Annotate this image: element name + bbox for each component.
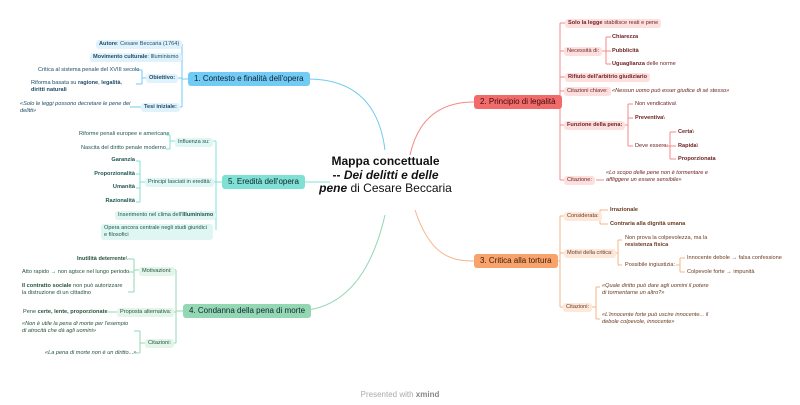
t: non può autorizzare la distruzione di un… [22,283,123,296]
t: Riforma basata su [31,80,78,86]
node-chiarezza[interactable]: Chiarezza [612,34,639,40]
t: , [120,80,123,86]
t: diritti naturali [31,87,67,93]
label: Autore [99,41,118,47]
node-razionalita[interactable]: Razionalità [105,198,135,204]
label: Movimento culturale [93,54,148,60]
node-motivazioni[interactable]: Motivazioni: [139,267,175,276]
node-q2[interactable]: «L'innocente forte può uscire innocente.… [602,312,709,325]
t: legalità [101,80,121,86]
branch-4-pena-di-morte[interactable]: 4. Condanna della pena di morte [183,304,312,318]
xmind-logo[interactable]: xmind [415,390,440,399]
node-considerata[interactable]: Considerata: [564,212,602,221]
node-c1[interactable]: «Non è utile la pena di morte per l'esem… [22,321,129,334]
t: Non prova la colpevolezza, ma la [625,235,708,241]
node-mo1[interactable]: Non prova la colpevolezza, ma la resiste… [625,235,735,249]
node-rapida[interactable]: Rapida\ [678,143,698,150]
t: \ [696,143,699,149]
node-certa[interactable]: Certa\ [678,129,694,136]
node-motivi[interactable]: Motivi della critica: [564,249,616,258]
t: delle norme [644,61,676,67]
node-m3[interactable]: Il contratto sociale non può autorizzare… [22,283,128,297]
node-pubblicita[interactable]: Pubblicità [612,48,639,54]
node-principi[interactable]: Principi lasciati in eredità: [145,178,215,187]
t: Pene [23,309,38,315]
node-proporzionalita[interactable]: Proporzionalità [94,171,135,177]
node-deve[interactable]: Deve essere: [635,143,668,149]
node-irrazionale[interactable]: Irrazionale [610,207,638,213]
node-ob1[interactable]: Critica al sistema penale del XVIII seco… [38,67,140,73]
node-citazioni-chiave[interactable]: Citazioni chiave: [564,87,611,96]
node-inf1[interactable]: Riforme penali europee e americane [79,131,170,137]
branch-2-legalita[interactable]: 2. Principio di legalità [474,95,562,109]
node-uguaglianza[interactable]: Uguaglianza delle norme [612,61,676,68]
t: Rapida [678,143,697,149]
node-f2[interactable]: Preventiva\ [635,115,665,122]
branch-1-contesto[interactable]: 1. Contesto e finalità dell'opera [188,72,310,86]
t: certe, lente, proporzionate [37,309,108,315]
branch-5-eredita[interactable]: 5. Eredità dell'opera [222,175,305,189]
node-tesi-quote[interactable]: «Solo le leggi possono decretare le pene… [20,101,131,114]
t: \ [692,129,694,135]
node-rifiuto[interactable]: Rifiuto dell'arbitrio giudiziario [565,73,651,82]
node-tesi[interactable]: Tesi iniziale: [141,103,180,112]
node-q1[interactable]: «Quale diritto può dare agli uomini il p… [602,283,709,296]
t: Solo la legge [568,20,603,26]
t: Certa [678,129,693,135]
node-c2[interactable]: «La pena di morte non è un diritto...» [45,350,137,356]
node-m2[interactable]: Atto rapido → non agisce nel lungo perio… [22,269,130,275]
node-citazione-quote[interactable]: «Lo scopo delle pene non è tormentare e … [606,170,709,183]
node-in2[interactable]: Colpevole forte → impunità [687,269,755,275]
t: Inutilità deterrente [77,256,126,262]
node-movimento[interactable]: Movimento culturale: Illuminismo [90,53,182,62]
title-line1: Mappa concettuale [331,154,440,168]
t: Illuminismo [182,212,214,218]
t: ragione [77,80,99,86]
title-prefix: -- [332,167,344,182]
t: \ [663,115,665,121]
central-topic[interactable]: Mappa concettuale -- Dei delitti e delle… [318,154,453,196]
branch-3-tortura[interactable]: 3. Critica alla tortura [474,254,558,268]
node-citazione[interactable]: Citazione: [564,176,595,185]
footer: Presented with xmind [0,390,800,399]
t: Preventiva [635,115,664,121]
node-proporzionata[interactable]: Proporzionata [678,156,716,162]
node-opera[interactable]: Opera ancora centrale negli studi giurid… [101,224,213,240]
t: Uguaglianza [612,61,645,67]
node-inf2[interactable]: Nascita del diritto penale moderno [81,145,166,151]
node-f1[interactable]: Non vendicativa\ [635,101,677,107]
node-proposta[interactable]: Proposta alternativa: [117,308,175,317]
node-garanzia[interactable]: Garanzia [111,157,135,163]
node-necessita[interactable]: Necessità di: [564,47,603,56]
value: : Cesare Beccaria (1764) [117,41,180,47]
title-suffix: di Cesare Beccaria [347,181,452,195]
t: stabilisce reati e pene [602,20,659,26]
node-pene[interactable]: Pene certe, lente, proporzionate [23,309,108,316]
footer-prefix: Presented with [360,390,416,399]
node-ob2[interactable]: Riforma basata su ragione, legalità, dir… [31,80,137,94]
node-ingiustizia[interactable]: Possibile ingiustizia: [625,262,676,268]
node-dignita[interactable]: Contraria alla dignità umana [610,221,686,227]
node-influenza[interactable]: Influenza su: [175,138,213,147]
node-autore[interactable]: Autore: Cesare Beccaria (1764) [96,40,183,49]
node-umanita[interactable]: Umanità [112,184,135,190]
t: Inserimento nel clima dell' [118,212,183,218]
title-book: Dei delitti e delle pene [319,167,439,195]
t: \ [125,256,128,262]
node-citazioni[interactable]: Citazioni: [145,339,175,348]
node-citazioni-tortura[interactable]: Citazioni: [563,303,593,312]
node-obiettivo[interactable]: Obiettivo: [146,74,179,83]
t: , [98,80,102,86]
node-in1[interactable]: Innocente debole → falsa confessione [687,255,782,261]
node-funzione[interactable]: Funzione della pena: [564,121,626,130]
node-cit-quote[interactable]: «Nessun uomo può esser giudice di sé ste… [612,88,730,94]
node-legge[interactable]: Solo la legge stabilisce reati e pene [565,19,662,28]
node-m1[interactable]: Inutilità deterrente\ [77,256,127,263]
value: : Illuminismo [147,54,179,60]
t: Il contratto sociale [22,283,72,289]
t: resistenza fisica [625,242,669,248]
node-inserimento[interactable]: Inserimento nel clima dell'Illuminismo [115,211,217,220]
